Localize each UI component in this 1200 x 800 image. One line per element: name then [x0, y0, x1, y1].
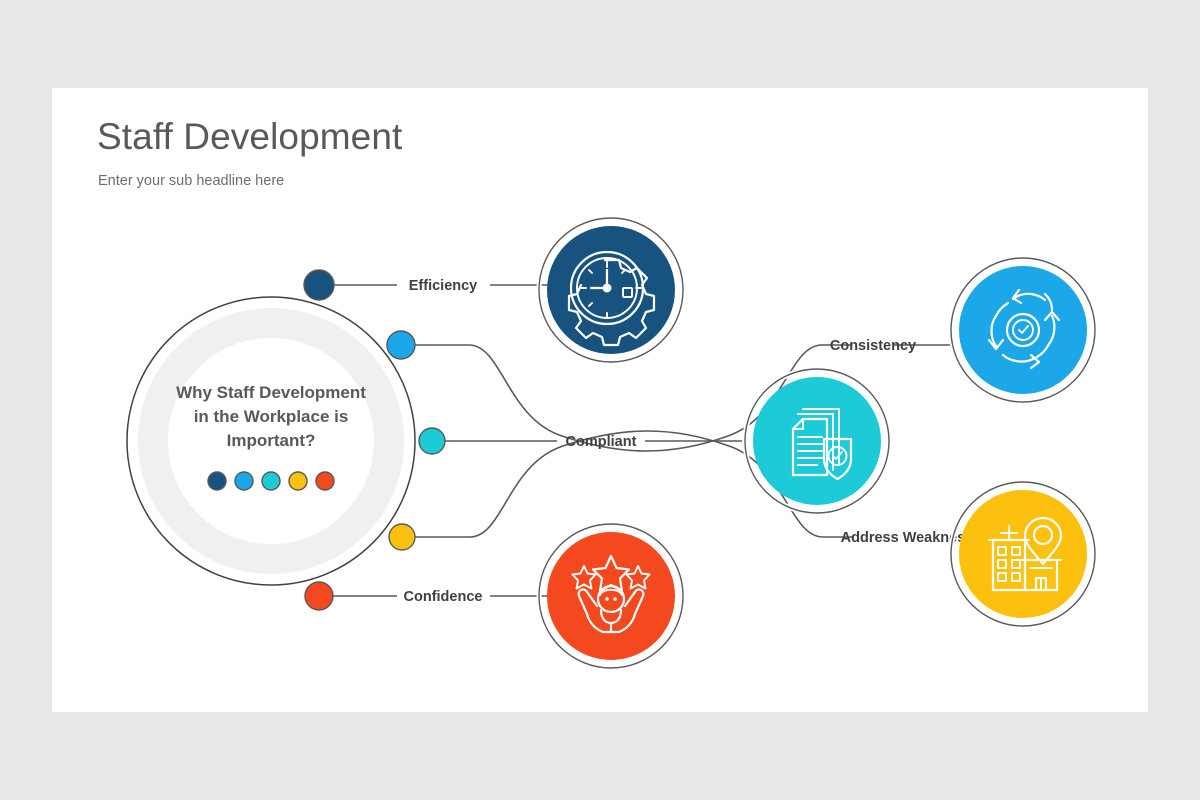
infographic-diagram: Why Staff Development in the Workplace i… [126, 215, 1098, 671]
hub-dot-navy [207, 471, 227, 491]
node-consistency[interactable] [948, 255, 1098, 405]
perimeter-dot-efficiency[interactable] [303, 269, 335, 301]
node-consistency-disc [959, 266, 1087, 394]
perimeter-dots [303, 269, 446, 611]
hub-dot-orange [315, 471, 335, 491]
hub-group: Why Staff Development in the Workplace i… [126, 296, 416, 586]
hub-dot-cyan [261, 471, 281, 491]
node-compliant-outline [744, 368, 890, 514]
hub-center-disc [168, 338, 374, 544]
slide-canvas: Staff Development Enter your sub headlin… [52, 88, 1148, 712]
perimeter-dot-consistency[interactable] [386, 330, 416, 360]
hub-text-line3: Important? [227, 431, 316, 450]
node-efficiency[interactable] [536, 215, 686, 365]
cycle-arrows-check-icon [987, 288, 1061, 370]
node-confidence[interactable] [536, 521, 686, 671]
node-consistency-outline [950, 257, 1096, 403]
node-address-disc [959, 490, 1087, 618]
node-address-outline [950, 481, 1096, 627]
node-confidence-disc [547, 532, 675, 660]
buildings-location-pin-icon [988, 516, 1063, 592]
connector-address-path [412, 430, 852, 538]
hub-inner-band [138, 308, 404, 574]
label-group: Efficiency Consistency Compliant Address… [404, 278, 974, 605]
hub-dot-yellow [288, 471, 308, 491]
node-compliant-disc [753, 377, 881, 505]
hub-outline [126, 296, 416, 586]
clock-gear-icon [567, 250, 656, 347]
node-label-confidence: Confidence [404, 589, 483, 605]
node-label-consistency: Consistency [830, 338, 916, 354]
node-label-efficiency: Efficiency [409, 278, 478, 294]
connector-consistency-path [411, 344, 852, 452]
perimeter-dot-address-weakness[interactable] [388, 523, 416, 551]
page-title: Staff Development [97, 116, 403, 157]
perimeter-dot-compliant[interactable] [418, 427, 446, 455]
hub-dot-blue [234, 471, 254, 491]
hub-text-line2: in the Workplace is [194, 407, 349, 426]
node-label-compliant: Compliant [566, 434, 637, 450]
documents-shield-check-icon [791, 408, 853, 481]
person-stars-hands-icon [571, 554, 651, 634]
node-address-weakness[interactable] [948, 479, 1098, 629]
node-confidence-outline [538, 523, 684, 669]
node-label-address-weakness: Address Weakness [841, 530, 974, 546]
page-subtitle: Enter your sub headline here [98, 173, 285, 189]
node-efficiency-outline [538, 217, 684, 363]
perimeter-dot-confidence[interactable] [304, 581, 334, 611]
hub-text-line1: Why Staff Development [176, 383, 366, 402]
node-compliant[interactable] [742, 366, 892, 516]
